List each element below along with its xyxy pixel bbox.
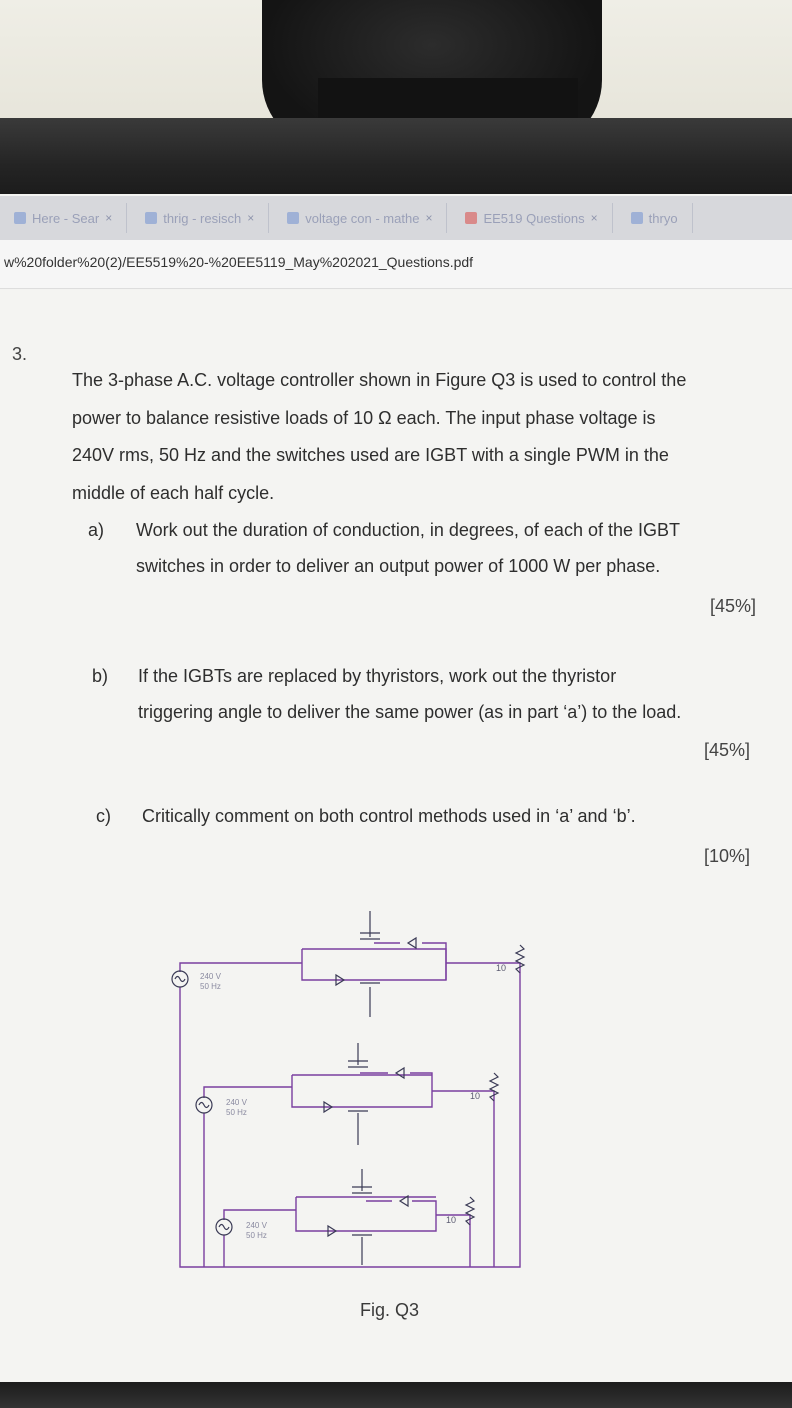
url-text[interactable]: w%20folder%20(2)/EE5519%20-%20EE5119_May… xyxy=(4,254,474,270)
browser-tab-2[interactable]: thrig - resisch × xyxy=(131,203,270,233)
source-freq-label: 50 Hz xyxy=(246,1231,267,1240)
igbt-icon xyxy=(360,911,380,940)
monitor-bottom-edge xyxy=(0,1382,792,1408)
circuit-components xyxy=(171,911,526,1265)
source-voltage-label: 240 V xyxy=(200,972,222,981)
part-b-text: If the IGBTs are replaced by thyristors,… xyxy=(138,658,681,730)
resistor-icon xyxy=(514,944,526,974)
igbt-icon xyxy=(348,1110,368,1145)
close-icon[interactable]: × xyxy=(105,211,113,225)
ac-source-icon xyxy=(215,1218,233,1236)
part-line: Critically comment on both control metho… xyxy=(142,806,636,826)
intro-line: middle of each half cycle. xyxy=(72,482,275,503)
part-line: triggering angle to deliver the same pow… xyxy=(138,702,682,722)
tab-label: Here - Sear xyxy=(32,210,100,226)
part-line: If the IGBTs are replaced by thyristors,… xyxy=(138,666,617,686)
igbt-icon xyxy=(352,1169,372,1194)
intro-line: The 3-phase A.C. voltage controller show… xyxy=(72,370,687,390)
intro-line: 240V rms, 50 Hz and the switches used ar… xyxy=(72,445,669,465)
tab-label: voltage con - mathe xyxy=(305,210,420,226)
tab-label: thryo xyxy=(648,210,678,226)
web-icon xyxy=(14,212,26,224)
intro-line: power to balance resistive loads of 10 Ω… xyxy=(72,407,656,428)
resistor-icon xyxy=(488,1072,500,1102)
part-line: Work out the duration of conduction, in … xyxy=(136,520,680,540)
close-icon[interactable]: × xyxy=(247,211,255,225)
monitor-bezel xyxy=(0,118,792,198)
part-line: switches in order to deliver an output p… xyxy=(136,556,661,576)
tab-label: thrig - resisch xyxy=(163,210,242,226)
source-voltage-label: 240 V xyxy=(246,1221,268,1230)
load-value-label: 10 xyxy=(470,1091,480,1101)
diode-icon xyxy=(394,1066,405,1080)
diode-icon xyxy=(406,936,417,950)
pdf-icon xyxy=(465,212,478,224)
close-icon[interactable]: × xyxy=(425,211,433,225)
igbt-icon xyxy=(360,982,380,1017)
diode-icon xyxy=(323,1100,334,1114)
load-value-label: 10 xyxy=(446,1215,456,1225)
part-a-text: Work out the duration of conduction, in … xyxy=(136,512,680,584)
part-c-label: c) xyxy=(96,806,111,826)
bing-icon xyxy=(630,212,643,224)
tab-label: EE519 Questions xyxy=(483,210,585,226)
source-voltage-label: 240 V xyxy=(226,1098,248,1107)
part-b-label: b) xyxy=(92,666,109,686)
igbt-icon xyxy=(348,1043,368,1068)
load-value-label: 10 xyxy=(496,963,506,973)
ac-source-icon xyxy=(171,970,189,988)
part-b-marks: [45%] xyxy=(704,740,751,760)
igbt-icon xyxy=(352,1234,372,1265)
browser-tab-1[interactable]: Here - Sear × xyxy=(0,203,128,233)
browser-tab-3[interactable]: voltage con - mathe × xyxy=(273,203,448,233)
circuit-wires xyxy=(179,942,521,1268)
part-c-marks: [10%] xyxy=(704,846,751,866)
resistor-icon xyxy=(464,1196,476,1226)
source-freq-label: 50 Hz xyxy=(200,982,221,991)
source-freq-label: 50 Hz xyxy=(226,1108,247,1117)
browser-tab-5[interactable]: thryo xyxy=(617,203,693,233)
pdf-page: 3. The 3-phase A.C. voltage controller s… xyxy=(0,290,792,1382)
address-bar[interactable]: w%20folder%20(2)/EE5519%20-%20EE5119_May… xyxy=(0,240,792,289)
close-icon[interactable]: × xyxy=(590,211,598,225)
diode-icon xyxy=(327,1224,338,1238)
bing-icon xyxy=(287,212,300,224)
bing-icon xyxy=(145,212,158,224)
part-a-label: a) xyxy=(88,520,105,540)
question-number: 3. xyxy=(12,344,28,364)
part-a-marks: [45%] xyxy=(710,596,757,616)
browser-tab-4[interactable]: EE519 Questions × xyxy=(451,203,613,233)
diode-icon xyxy=(335,973,346,987)
circuit-diagram: 240 V 50 Hz 240 V 50 Hz 240 V 50 Hz 10 1… xyxy=(171,911,526,1268)
diode-icon xyxy=(398,1194,409,1208)
browser-tab-bar: Here - Sear × thrig - resisch × voltage … xyxy=(0,196,792,240)
figure-caption: Fig. Q3 xyxy=(360,1300,420,1320)
part-c-text: Critically comment on both control metho… xyxy=(142,798,636,834)
question-intro: The 3-phase A.C. voltage controller show… xyxy=(72,362,772,512)
ac-source-icon xyxy=(195,1096,213,1114)
